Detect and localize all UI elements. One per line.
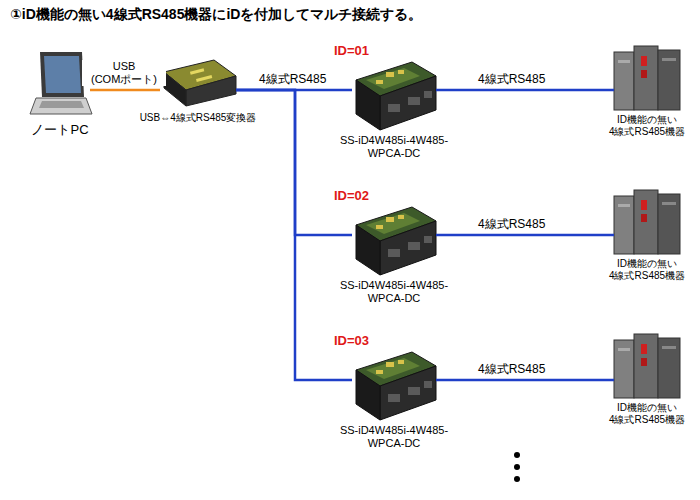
id-label: ID=01 <box>334 43 369 59</box>
converter-side <box>164 72 186 106</box>
device-label: ID機能の無い 4線式RS485機器 <box>602 402 692 426</box>
laptop-base <box>30 98 92 114</box>
converter-illustration <box>164 60 236 106</box>
connection-label: 4線式RS485 <box>476 362 547 376</box>
device-node: ID機能の無い 4線式RS485機器 <box>614 334 680 398</box>
converter-device <box>356 352 436 420</box>
id-label: ID=02 <box>334 188 369 204</box>
device-node: ID=02SS-iD4W485i-4W485-WPCA-DC <box>352 205 436 275</box>
device-node: ノートPC <box>30 52 90 116</box>
connection-label: USB (COMポート) <box>82 60 166 86</box>
device-label: SS-iD4W485i-4W485-WPCA-DC <box>328 134 460 160</box>
device-label: USB⇔4線式RS485変換器 <box>128 112 268 124</box>
continuation-dot <box>514 464 520 470</box>
converter-front <box>186 76 236 106</box>
connector-line <box>90 89 160 92</box>
device-label: SS-iD4W485i-4W485-WPCA-DC <box>328 279 460 305</box>
connector-line <box>436 89 614 92</box>
rs485-device <box>614 190 680 254</box>
device-node: USB⇔4線式RS485変換器 <box>160 60 236 106</box>
connection-label: 4線式RS485 <box>257 72 328 86</box>
diagram-title: ①iD機能の無い4線式RS485機器にiDを付加してマルチ接続する。 <box>10 6 422 24</box>
device-node: ID=03SS-iD4W485i-4W485-WPCA-DC <box>352 350 436 420</box>
device-label: ノートPC <box>20 122 100 138</box>
id-label: ID=03 <box>334 333 369 349</box>
converter-device <box>356 207 436 275</box>
device-label: ID機能の無い 4線式RS485機器 <box>602 114 692 138</box>
connection-label: 4線式RS485 <box>476 72 547 86</box>
connection-label: 4線式RS485 <box>476 217 547 231</box>
device-node: ID機能の無い 4線式RS485機器 <box>614 190 680 254</box>
continuation-dot <box>514 452 520 458</box>
device-node: ID=01SS-iD4W485i-4W485-WPCA-DC <box>352 60 436 130</box>
connector-line <box>436 379 614 382</box>
device-label: SS-iD4W485i-4W485-WPCA-DC <box>328 424 460 450</box>
laptop-screen-frame <box>40 52 84 97</box>
laptop-keyboard <box>39 101 84 108</box>
rs485-device <box>614 46 680 110</box>
converter-print <box>190 68 204 74</box>
rs485-device <box>614 334 680 398</box>
laptop-screen <box>44 56 81 93</box>
converter-device <box>356 62 436 130</box>
connector-line <box>436 234 614 237</box>
device-node: ID機能の無い 4線式RS485機器 <box>614 46 680 110</box>
continuation-dot <box>514 476 520 482</box>
converter-print <box>196 75 212 82</box>
device-label: ID機能の無い 4線式RS485機器 <box>602 258 692 282</box>
